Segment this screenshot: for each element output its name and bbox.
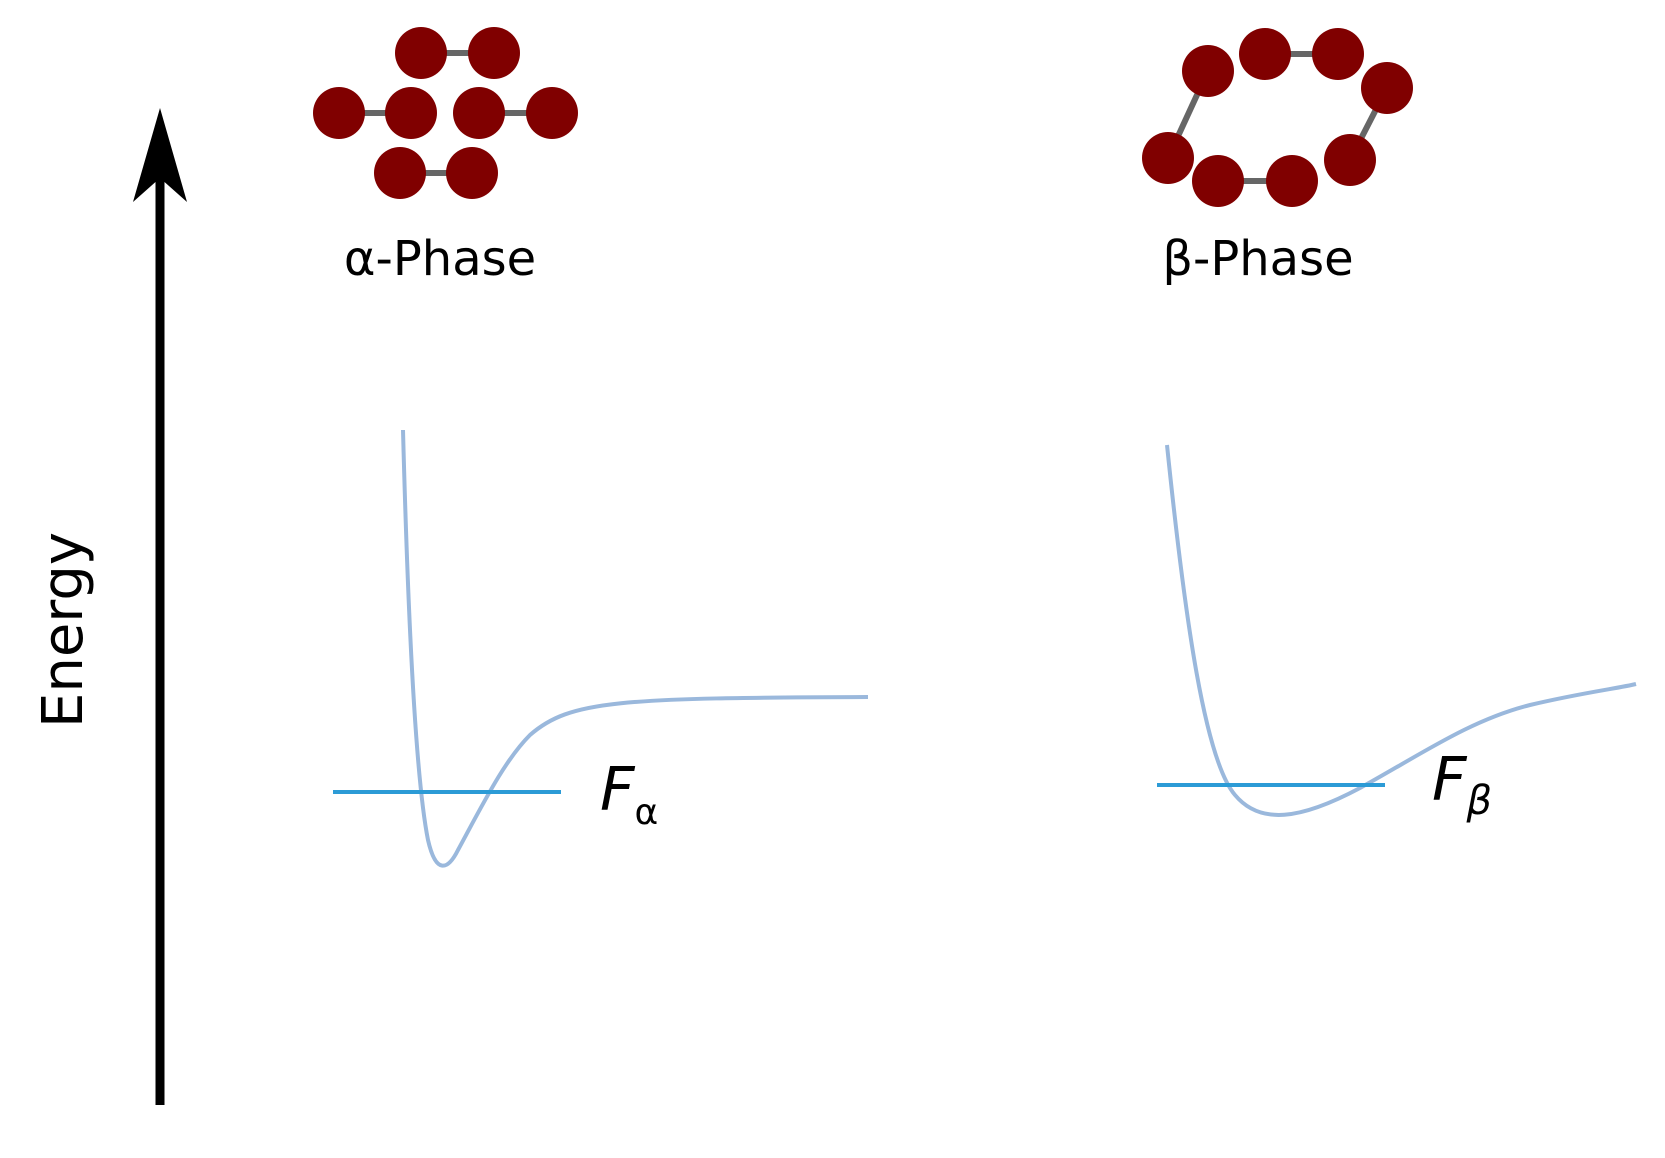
- beta-level-label-main: F: [1432, 745, 1468, 815]
- atom: [1266, 155, 1318, 207]
- alpha-phase-label: α-Phase: [344, 231, 536, 287]
- alpha-level-label: Fα: [600, 755, 658, 833]
- alpha-level-label-sub: α: [635, 792, 659, 833]
- atom: [526, 87, 578, 139]
- alpha-molecule: [313, 87, 437, 139]
- atom: [446, 147, 498, 199]
- atom: [468, 27, 520, 79]
- atom: [1142, 132, 1194, 184]
- atom: [1312, 28, 1364, 80]
- beta-level-label-sub: β: [1466, 778, 1493, 824]
- energy-axis-label: Energy: [31, 532, 96, 728]
- beta-level-label: Fβ: [1432, 745, 1492, 824]
- beta-phase-label: β-Phase: [1162, 231, 1353, 287]
- beta-molecule: [1239, 28, 1364, 80]
- atom: [1192, 155, 1244, 207]
- energy-axis-arrowhead: [133, 108, 187, 202]
- atom: [313, 87, 365, 139]
- atom: [1239, 28, 1291, 80]
- beta-potential-curve: [1165, 444, 1637, 817]
- atom: [1361, 62, 1413, 114]
- atom: [395, 27, 447, 79]
- alpha-molecule: [395, 27, 520, 79]
- beta-molecule-cluster: [1142, 28, 1413, 207]
- alpha-molecule: [374, 147, 498, 199]
- beta-molecule: [1192, 155, 1318, 207]
- alpha-molecule: [453, 87, 578, 139]
- energy-axis: [133, 108, 187, 1105]
- atom: [1182, 45, 1234, 97]
- atom: [1324, 134, 1376, 186]
- atom: [374, 147, 426, 199]
- beta-molecule: [1324, 62, 1413, 186]
- atom: [453, 87, 505, 139]
- atom: [385, 87, 437, 139]
- alpha-molecule-cluster: [313, 27, 578, 199]
- beta-molecule: [1142, 45, 1234, 184]
- alpha-level-label-main: F: [600, 755, 636, 825]
- alpha-potential-curve: [401, 429, 869, 868]
